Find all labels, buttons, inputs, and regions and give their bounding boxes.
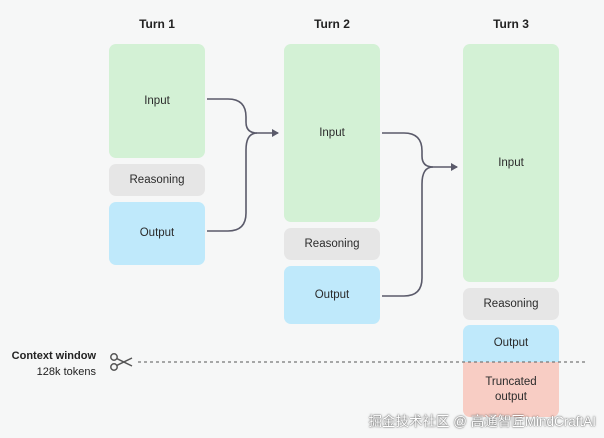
arrow-turn2-output-to-turn3 — [382, 166, 434, 297]
context-window-size: 128k tokens — [36, 366, 96, 378]
turn-1-title: Turn 1 — [139, 17, 175, 31]
arrow-turn2-input-to-turn3 — [382, 132, 458, 171]
turn-1-output-block: Output — [109, 202, 205, 265]
turn-3-output-block: Output — [463, 325, 559, 362]
turn-1-reasoning-block: Reasoning — [109, 164, 205, 196]
turn-3-reasoning-block: Reasoning — [463, 288, 559, 320]
watermark-text: 掘金技术社区 @ 高通智匠MindCraftAI — [368, 414, 596, 429]
turn-2-output-block: Output — [284, 266, 380, 324]
context-window-title: Context window — [11, 350, 96, 362]
turn-3-input-block: Input — [463, 44, 559, 282]
turn-3-title: Turn 3 — [493, 17, 529, 31]
turn-1-input-block: Input — [109, 44, 205, 158]
turn-2-title: Turn 2 — [314, 17, 350, 31]
turn-3-truncated-output-block: Truncated output — [463, 362, 559, 417]
arrow-turn1-input-to-turn2 — [207, 98, 279, 137]
turn-2-input-block: Input — [284, 44, 380, 222]
turn-2-reasoning-block: Reasoning — [284, 228, 380, 260]
scissors-icon — [110, 353, 133, 371]
arrow-turn1-output-to-turn2 — [207, 132, 258, 232]
